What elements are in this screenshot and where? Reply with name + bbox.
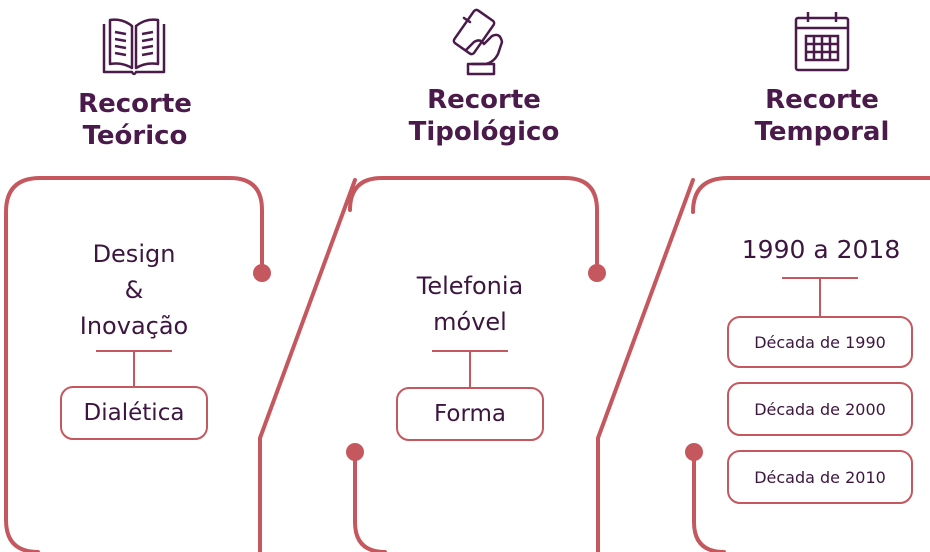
item-box: Dialética xyxy=(60,386,208,440)
main-line: móvel xyxy=(433,308,507,336)
hand-holding-phone-icon xyxy=(452,8,504,76)
heading-recorte-tipologico: Recorte Tipológico xyxy=(384,84,584,148)
main-line: Inovação xyxy=(79,312,189,340)
heading-recorte-temporal: Recorte Temporal xyxy=(722,84,922,148)
heading-line: Recorte xyxy=(427,85,541,115)
main-line: Design xyxy=(92,240,176,268)
main-topic: 1990 a 2018 xyxy=(714,232,928,268)
heading-line: Teórico xyxy=(82,121,188,151)
open-book-icon xyxy=(102,18,166,76)
heading-line: Tipológico xyxy=(408,117,560,147)
heading-line: Recorte xyxy=(765,85,879,115)
item-box: Década de 2000 xyxy=(727,382,913,436)
heading-line: Temporal xyxy=(754,117,890,147)
main-line: & xyxy=(124,276,144,304)
item-box: Forma xyxy=(396,387,544,441)
item-box: Década de 1990 xyxy=(727,316,913,368)
main-topic: Design & Inovação xyxy=(34,236,234,344)
main-line: 1990 a 2018 xyxy=(741,235,901,264)
item-box: Década de 2010 xyxy=(727,450,913,504)
main-topic: Telefonia móvel xyxy=(370,268,570,340)
main-line: Telefonia xyxy=(416,272,524,300)
heading-line: Recorte xyxy=(78,89,192,119)
calendar-icon xyxy=(794,12,850,72)
heading-recorte-teorico: Recorte Teórico xyxy=(40,88,230,152)
